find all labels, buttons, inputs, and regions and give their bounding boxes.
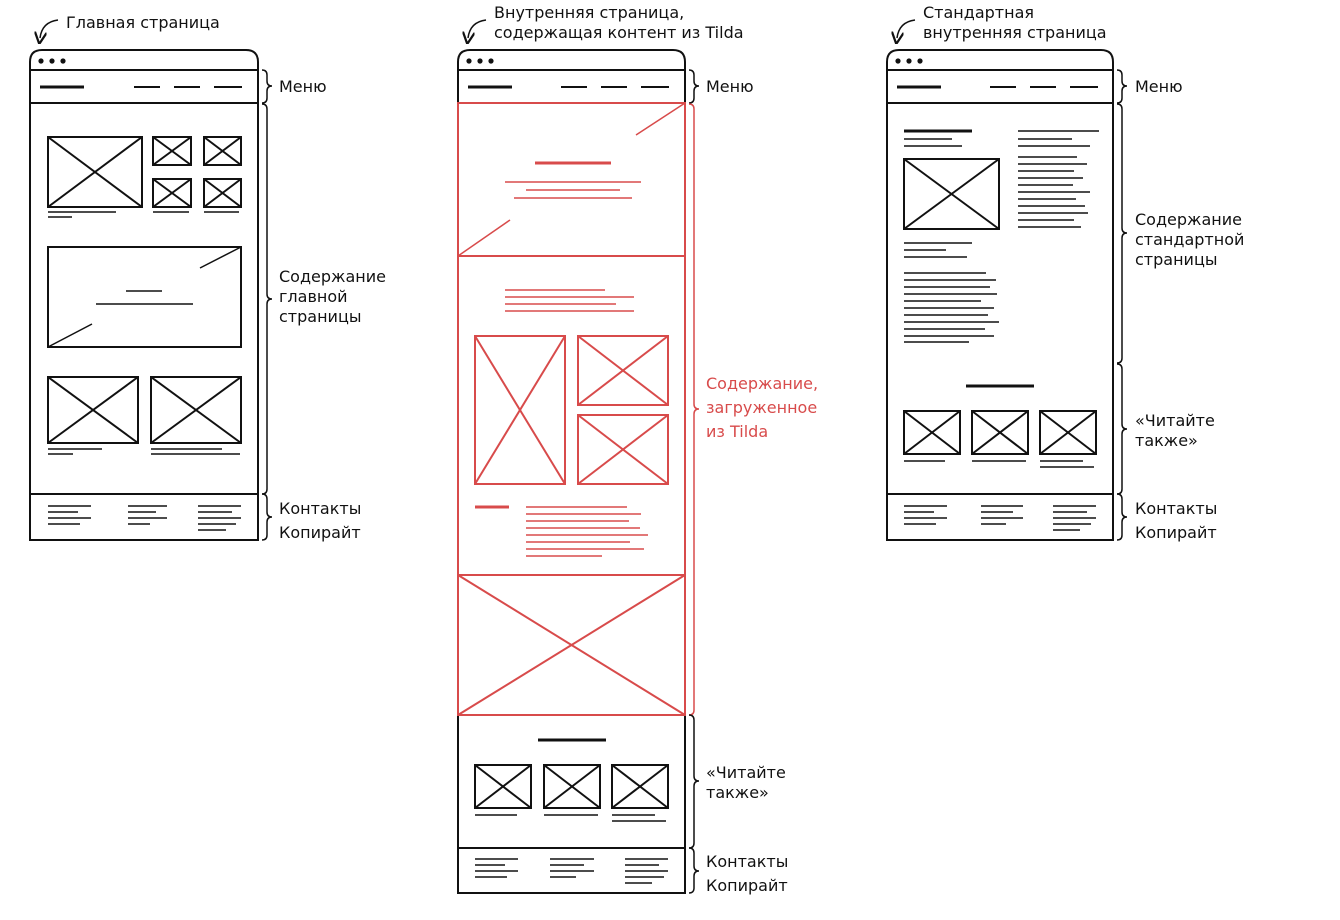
- image-placeholder: [457, 574, 686, 716]
- main-footer-label: Копирайт: [279, 523, 361, 542]
- tilda-read-also-label: также»: [706, 783, 769, 802]
- menu-brace: [1116, 69, 1128, 104]
- image-placeholder: [150, 376, 242, 444]
- standard-content-label: Содержание: [1135, 210, 1242, 229]
- tilda-content-label: Содержание,: [706, 374, 818, 393]
- standard-page-wireframe: [886, 19, 1128, 541]
- main-page-title: Главная страница: [66, 13, 220, 32]
- tilda-content-label: из Tilda: [706, 422, 768, 441]
- window-dot: [60, 58, 66, 64]
- main-content-label: страницы: [279, 307, 361, 326]
- tilda-page-title: содержащая контент из Tilda: [494, 23, 744, 42]
- footer-brace: [261, 493, 273, 541]
- banner-block: [47, 246, 242, 348]
- window-dot: [895, 58, 901, 64]
- footer-text-lines: [904, 505, 1096, 531]
- image-placeholder: [971, 410, 1029, 455]
- standard-footer-label: Контакты: [1135, 499, 1217, 518]
- footer-text-lines: [48, 505, 241, 531]
- title-arrow-icon: [468, 19, 487, 38]
- tilda-menu-label: Меню: [706, 77, 754, 96]
- tilda-read-also-label: «Читайте: [706, 763, 786, 782]
- read-also-brace: [688, 714, 700, 849]
- labels: Главная страница Меню Содержание главной…: [66, 3, 1244, 895]
- window-dot: [477, 58, 483, 64]
- window-dot: [466, 58, 472, 64]
- standard-menu-label: Меню: [1135, 77, 1183, 96]
- tilda-content-brace: [688, 103, 700, 716]
- image-placeholder: [611, 764, 669, 809]
- tilda-content-label: загруженное: [706, 398, 817, 417]
- main-content-label: Содержание: [279, 267, 386, 286]
- menu-brace: [688, 69, 700, 104]
- standard-page-title: Стандартная: [923, 3, 1034, 22]
- main-menu-label: Меню: [279, 77, 327, 96]
- image-placeholder: [543, 764, 601, 809]
- standard-footer-label: Копирайт: [1135, 523, 1217, 542]
- tilda-footer-label: Контакты: [706, 852, 788, 871]
- standard-content-label: стандартной: [1135, 230, 1244, 249]
- tilda-footer-label: Копирайт: [706, 876, 788, 895]
- tilda-page-wireframe: [457, 19, 700, 894]
- footer-text-lines: [475, 858, 668, 884]
- main-content-label: главной: [279, 287, 348, 306]
- browser-frame: [457, 49, 686, 894]
- window-dot: [917, 58, 923, 64]
- image-placeholder: [474, 764, 532, 809]
- footer-brace: [688, 847, 700, 894]
- image-placeholder: [474, 335, 566, 485]
- window-dot: [488, 58, 494, 64]
- browser-frame: [886, 49, 1114, 541]
- text-block: [904, 242, 999, 343]
- footer-brace: [1116, 493, 1128, 541]
- title-arrow-icon: [897, 19, 916, 38]
- standard-read-also-label: «Читайте: [1135, 411, 1215, 430]
- text-column: [1018, 130, 1099, 228]
- read-also-brace: [1116, 363, 1128, 495]
- image-placeholder: [203, 136, 242, 166]
- content-brace: [261, 103, 273, 495]
- image-placeholder: [47, 376, 139, 444]
- menu-brace: [261, 69, 273, 104]
- image-placeholder: [903, 158, 1000, 230]
- image-placeholder: [1039, 410, 1097, 455]
- image-placeholder: [903, 410, 961, 455]
- image-placeholder: [577, 335, 669, 406]
- image-placeholder: [152, 136, 192, 166]
- standard-read-also-label: также»: [1135, 431, 1198, 450]
- image-placeholder: [203, 178, 242, 208]
- main-footer-label: Контакты: [279, 499, 361, 518]
- window-dot: [49, 58, 55, 64]
- image-placeholder: [577, 414, 669, 485]
- standard-page-title: внутренняя страница: [923, 23, 1107, 42]
- read-also-block: [474, 738, 669, 822]
- window-dot: [38, 58, 44, 64]
- window-dot: [906, 58, 912, 64]
- image-placeholder: [47, 136, 143, 208]
- content-brace: [1116, 103, 1128, 364]
- tilda-page-title: Внутренняя страница,: [494, 3, 684, 22]
- image-placeholder: [152, 178, 192, 208]
- tilda-content-block: [457, 102, 686, 716]
- browser-frame: [29, 49, 259, 541]
- title-arrow-icon: [40, 19, 59, 38]
- standard-content-label: страницы: [1135, 250, 1217, 269]
- main-page-wireframe: [29, 19, 273, 541]
